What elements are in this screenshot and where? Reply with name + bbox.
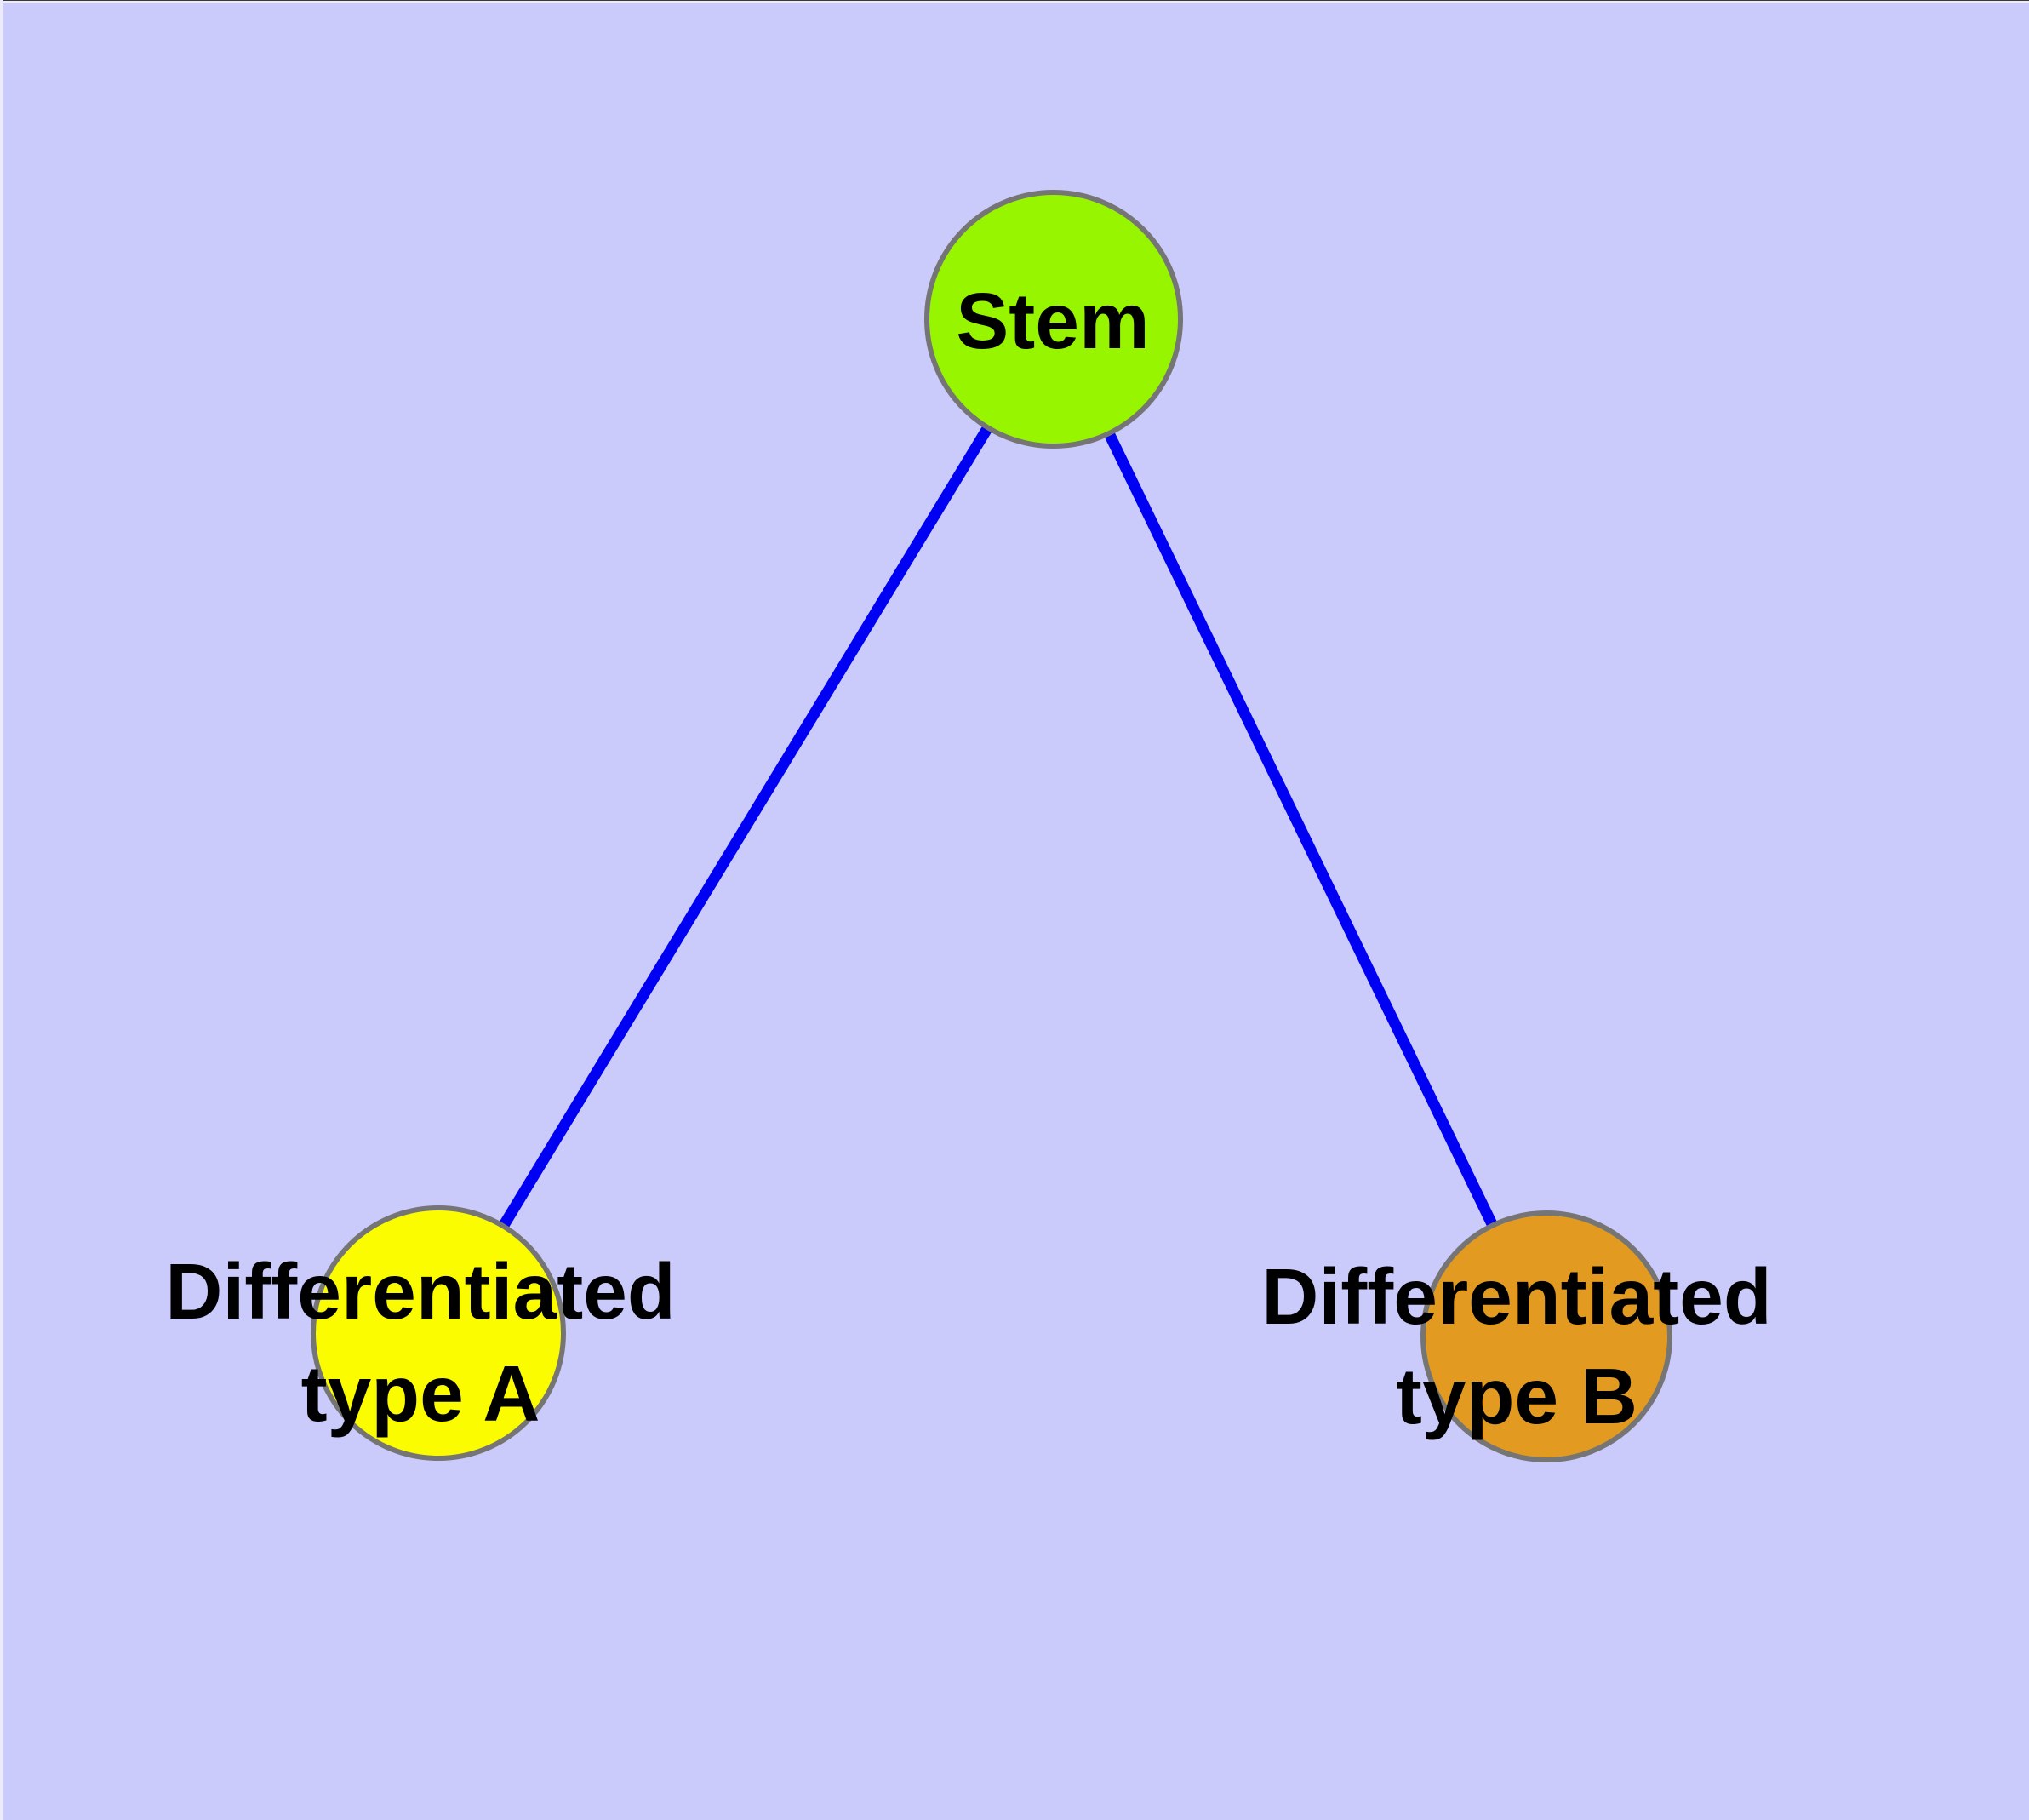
node-differentiated-type-a	[311, 1205, 566, 1461]
edge-stem-to-type-a	[433, 316, 1059, 1336]
node-differentiated-type-b	[1420, 1210, 1672, 1462]
node-type-b-label-line1: Differentiated	[1261, 1252, 1771, 1341]
window-top-edge	[0, 0, 2029, 3]
node-type-b-label-line2: type B	[1396, 1352, 1637, 1440]
edge-stem-to-type-b	[1049, 317, 1552, 1339]
node-stem-label: Stem	[956, 277, 1149, 365]
node-stem	[924, 190, 1183, 449]
window-left-edge	[0, 0, 3, 1820]
node-type-a-label-line1: Differentiated	[165, 1247, 675, 1336]
node-type-a-label-line2: type A	[301, 1349, 540, 1438]
